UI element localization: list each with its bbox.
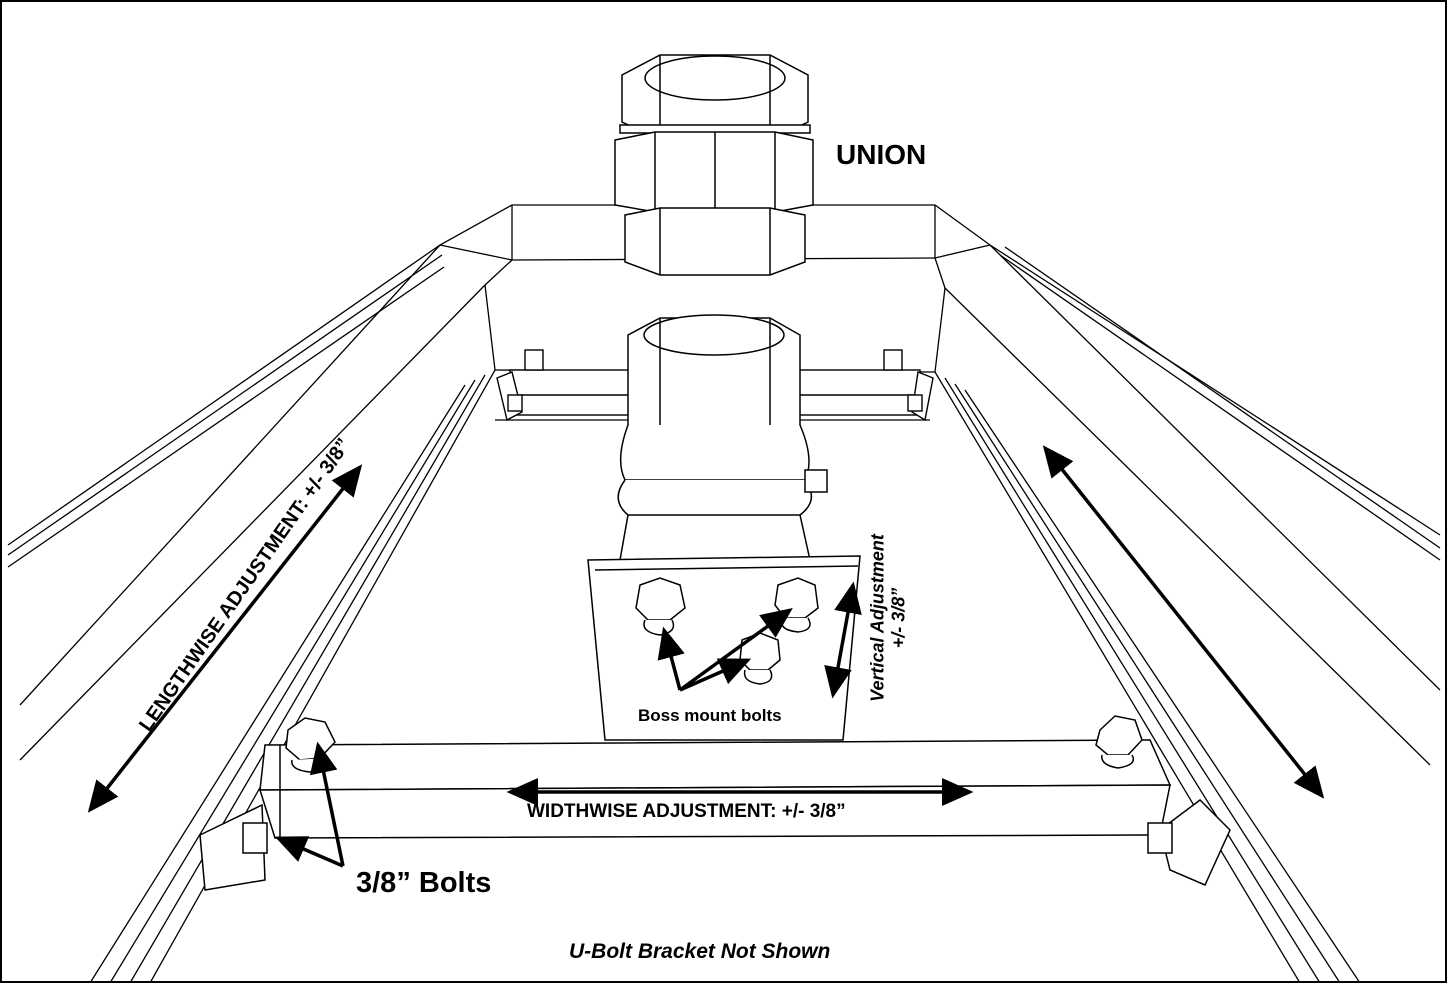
vertical-adjustment-label: Vertical Adjustment +/- 3/8”	[867, 534, 908, 702]
lengthwise-arrow	[87, 464, 363, 813]
union-fitting	[614, 54, 814, 276]
lower-nut	[617, 314, 828, 561]
lengthwise-arrow-right	[1042, 445, 1325, 799]
widthwise-adjustment-label: WIDTHWISE ADJUSTMENT: +/- 3/8”	[527, 801, 846, 822]
ubolt-note: U-Bolt Bracket Not Shown	[569, 940, 831, 963]
vertical-adjustment-line2: +/- 3/8”	[888, 587, 908, 649]
vertical-arrow	[824, 581, 862, 699]
boss-plate	[587, 555, 861, 741]
vertical-adjustment-line1: Vertical Adjustment	[867, 534, 888, 702]
boss-mount-bolts-label: Boss mount bolts	[638, 706, 782, 725]
boss-leader-1	[657, 626, 685, 691]
boss-leader-2	[678, 607, 793, 692]
union-label: UNION	[836, 139, 927, 170]
adjustment-arrows	[87, 445, 1325, 868]
bolt-leader-1	[309, 741, 345, 867]
boss-leader-3	[679, 658, 752, 692]
bolt-leader-2	[274, 836, 344, 868]
bolts-label: 3/8” Bolts	[356, 867, 492, 899]
